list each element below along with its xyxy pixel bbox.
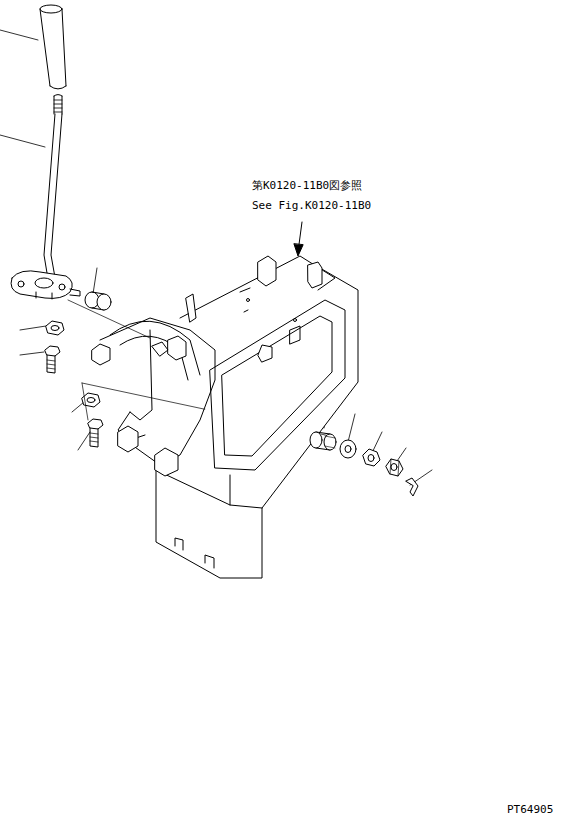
washer: [340, 440, 356, 458]
bracket-frame: [180, 256, 345, 470]
nut: [46, 321, 64, 335]
bolt: [88, 419, 103, 447]
lever-flange: [11, 271, 80, 299]
nut: [363, 449, 380, 466]
reference-note: 第K0120-11B0図参照: [252, 179, 362, 192]
bushing: [85, 292, 111, 310]
lever-bracket: [92, 318, 215, 476]
cotter-pin: [406, 478, 418, 496]
lever-rod: [44, 95, 62, 286]
lever-knob: [40, 5, 66, 89]
drawing-number: PT64905: [507, 803, 553, 816]
bolt: [45, 346, 60, 373]
castle-nut: [386, 459, 403, 476]
reference-arrow: [294, 222, 303, 256]
reference-note: See Fig.K0120-11B0: [252, 199, 371, 212]
bushing: [310, 432, 336, 450]
